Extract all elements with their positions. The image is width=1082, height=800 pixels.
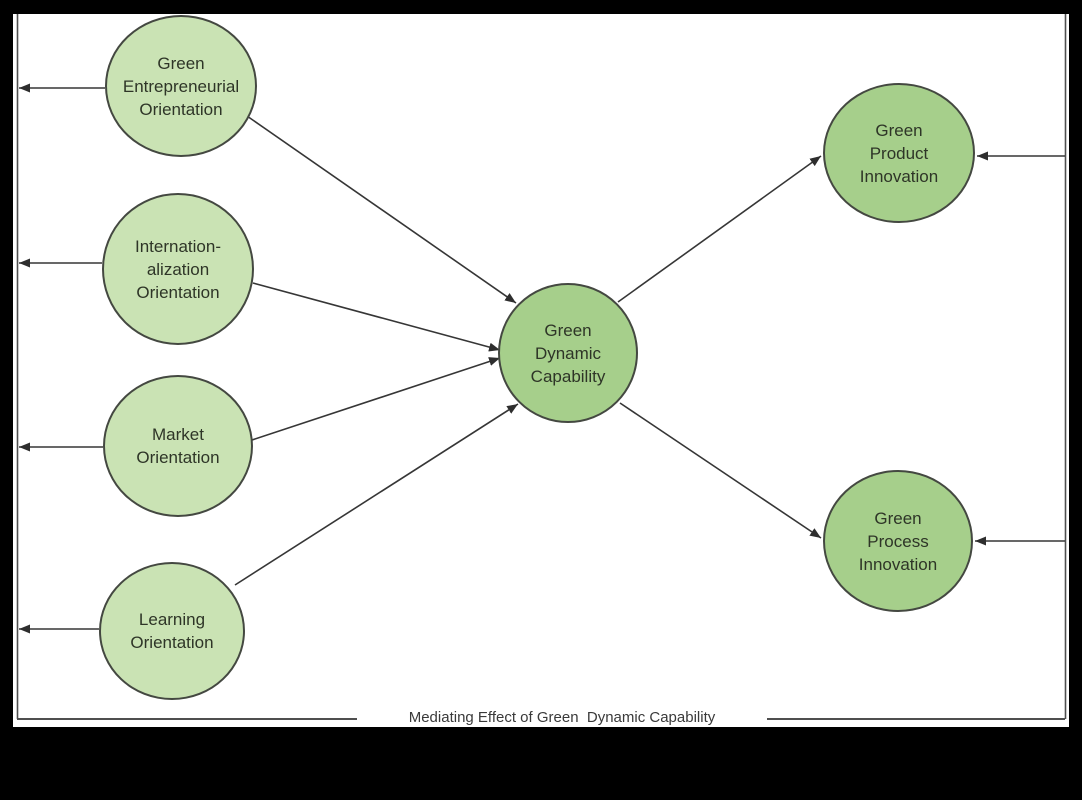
arrow-io-to-gdc xyxy=(252,282,501,352)
node-learning-orientation: Learning Orientation xyxy=(99,562,245,700)
edges-layer xyxy=(16,14,1067,720)
node-market-orientation: Market Orientation xyxy=(103,375,253,517)
node-green-process-innovation: Green Process Innovation xyxy=(823,470,973,612)
arrow-gdc-to-gpi xyxy=(617,155,822,303)
arrow-mo-to-gdc xyxy=(251,357,501,441)
node-green-entrepreneurial-orientation: Green Entrepreneurial Orientation xyxy=(105,15,257,157)
arrow-lo-to-gdc xyxy=(234,403,519,586)
arrow-geo-to-gdc xyxy=(246,115,517,304)
arrow-gdc-to-gpri xyxy=(619,402,822,539)
node-green-dynamic-capability: Green Dynamic Capability xyxy=(498,283,638,423)
node-green-product-innovation: Green Product Innovation xyxy=(823,83,975,223)
node-internationalization-orientation: Internation- alization Orientation xyxy=(102,193,254,345)
footer-caption: Mediating Effect of Green Dynamic Capabi… xyxy=(408,709,716,726)
diagram-slide: Green Entrepreneurial Orientation Intern… xyxy=(13,14,1069,727)
